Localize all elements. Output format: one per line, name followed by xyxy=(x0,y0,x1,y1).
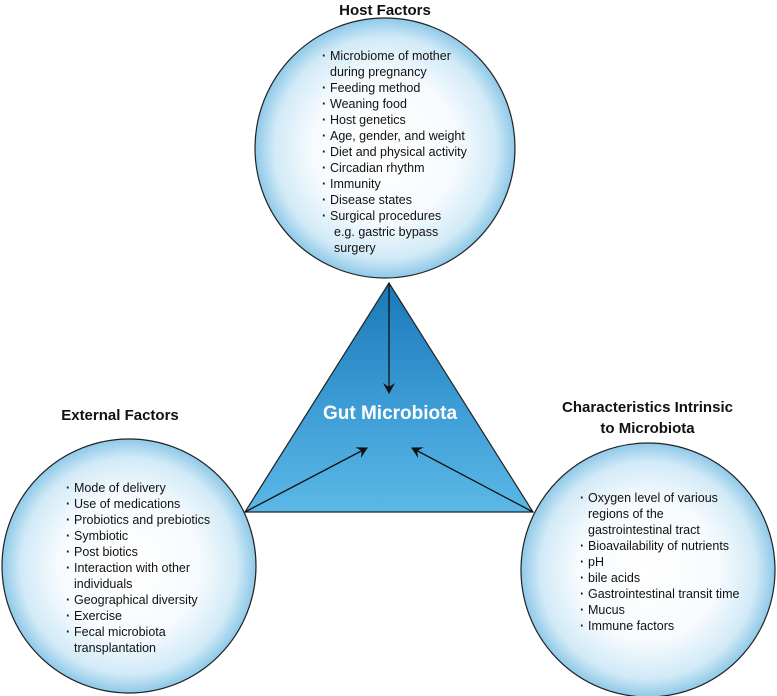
factor-item: Bioavailability of nutrients xyxy=(580,538,760,554)
factor-item: regions of the xyxy=(588,507,664,521)
factor-item: Circadian rhythm xyxy=(322,160,502,176)
factor-item: Fecal microbiota xyxy=(66,624,246,640)
external-to-center-arrow xyxy=(244,447,368,513)
factor-item: pH xyxy=(580,554,760,570)
factor-item: Surgical procedures xyxy=(322,208,502,224)
factor-item: during pregnancy xyxy=(330,65,427,79)
intrinsic-heading-line-2: to Microbiota xyxy=(600,420,695,437)
factor-item: Disease states xyxy=(322,192,502,208)
factor-item: transplantation xyxy=(74,641,157,655)
gut-microbiota-label: Gut Microbiota xyxy=(322,403,458,424)
factor-item: Age, gender, and weight xyxy=(322,128,502,144)
factor-item: Weaning food xyxy=(322,96,502,112)
factor-item: Diet and physical activity xyxy=(322,144,502,160)
factor-item: Interaction with other xyxy=(66,560,246,576)
external-factors-heading: External Factors xyxy=(61,407,179,424)
factor-item: Feeding method xyxy=(322,80,502,96)
factor-item: Probiotics and prebiotics xyxy=(66,512,246,528)
factor-item: Gastrointestinal transit time xyxy=(580,586,760,602)
factor-item: Immune factors xyxy=(580,618,760,634)
factor-item: gastrointestinal tract xyxy=(588,523,700,537)
factor-item: e.g. gastric bypass xyxy=(334,225,439,239)
factor-item: Use of medications xyxy=(66,496,246,512)
factor-item: individuals xyxy=(74,577,133,591)
intrinsic-to-center-arrow xyxy=(411,447,534,513)
factor-item: Immunity xyxy=(322,176,502,192)
intrinsic-heading-line-1: Characteristics Intrinsic xyxy=(562,399,733,416)
intrinsic-factors-heading: Characteristics Intrinsic to Microbiota xyxy=(530,397,765,439)
factor-item: Host genetics xyxy=(322,112,502,128)
factor-item: Post biotics xyxy=(66,544,246,560)
factor-item: Mucus xyxy=(580,602,760,618)
factor-item: Exercise xyxy=(66,608,246,624)
factor-item: bile acids xyxy=(580,570,760,586)
factor-item: Symbiotic xyxy=(66,528,246,544)
factor-item: surgery xyxy=(334,241,376,255)
factor-item: Mode of delivery xyxy=(66,480,246,496)
factor-item: Geographical diversity xyxy=(66,592,246,608)
gut-microbiota-triangle xyxy=(243,281,535,513)
host-factors-heading: Host Factors xyxy=(339,2,431,19)
factor-item: Microbiome of mother xyxy=(322,48,502,64)
external-factors-list: Mode of deliveryUse of medicationsProbio… xyxy=(66,480,246,656)
factor-item: Oxygen level of various xyxy=(580,490,760,506)
